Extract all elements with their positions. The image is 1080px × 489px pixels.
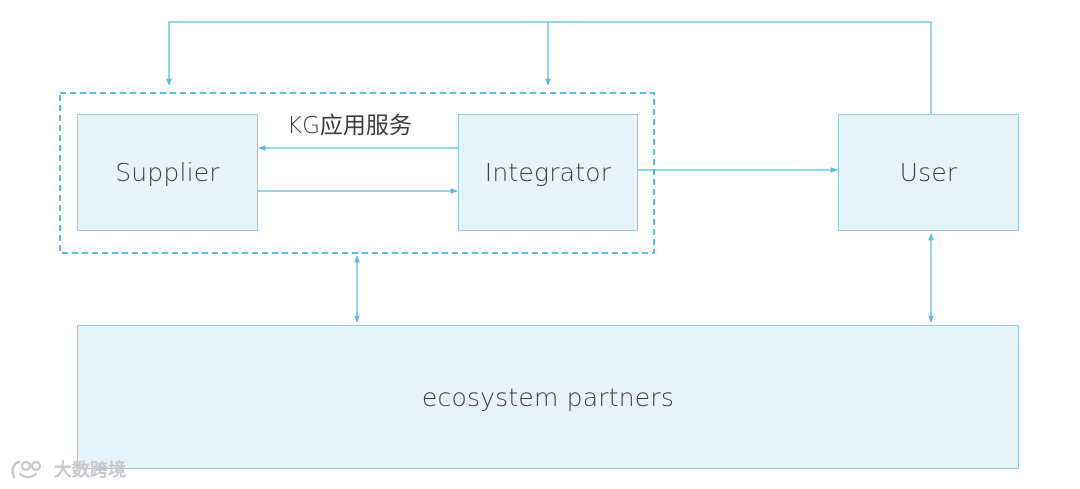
user-feedback-line xyxy=(166,21,932,114)
supplier-integrator-group-frame xyxy=(59,92,655,254)
ecosystem-label: ecosystem partners xyxy=(421,382,675,412)
ecosystem-partners-node: ecosystem partners xyxy=(77,325,1019,469)
integrator-label: Integrator xyxy=(484,158,612,187)
user-node: User xyxy=(838,114,1019,231)
watermark-logo-icon xyxy=(11,460,42,479)
user-label: User xyxy=(899,158,958,187)
supplier-node: Supplier xyxy=(77,114,258,231)
watermark-text: 大数跨境 xyxy=(54,460,126,481)
supplier-label: Supplier xyxy=(115,158,220,187)
watermark: 大数跨境 xyxy=(10,456,126,482)
kg-service-edge-label: KG应用服务 xyxy=(287,113,412,139)
integrator-node: Integrator xyxy=(458,114,638,231)
